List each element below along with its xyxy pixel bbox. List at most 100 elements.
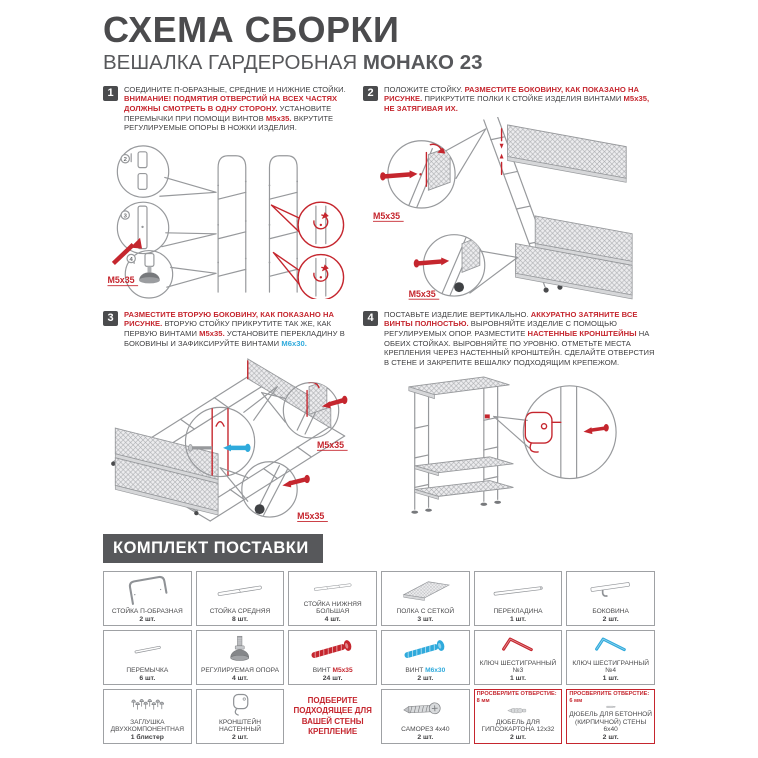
step-3-figure: М5х35 М5х35: [111, 358, 348, 523]
kit-item-qty: 8 шт.: [232, 616, 248, 624]
kit-item-qty: 1 шт.: [510, 675, 526, 683]
kit-item-qty: 2 шт.: [417, 675, 434, 683]
kit-item-qty: 1 шт.: [602, 675, 619, 683]
step-1-header: 1 СОЕДИНИТЕ П-ОБРАЗНЫЕ, СРЕДНИЕ И НИЖНИЕ…: [103, 85, 351, 134]
kit-item-name: КЛЮЧ ШЕСТИГРАННЫЙ №3: [479, 659, 557, 675]
kit-item-qty: 2 шт.: [510, 734, 526, 742]
upper-screw-callout: М5х35: [261, 382, 348, 452]
middle-tube-icon: [198, 574, 283, 608]
step-3: 3 РАЗМЕСТИТЕ ВТОРУЮ БОКОВИНУ, КАК ПОКАЗА…: [103, 310, 351, 525]
kit-item-name: ДЮБЕЛЬ ДЛЯ БЕТОННОЙ (КИРПИЧНОЙ) СТЕНЫ 6х…: [569, 711, 652, 734]
kit-item-name: ДЮБЕЛЬ ДЛЯ ГИПСОКАРТОНА 12х32: [481, 718, 555, 734]
hole-orientation-callouts: [270, 201, 345, 300]
screw-size-label: М5х35: [317, 440, 344, 450]
lower-screw-callout: М5х35: [219, 461, 328, 523]
svg-text:2: 2: [124, 157, 128, 163]
kit-item-name: САМОРЕЗ 4х40: [401, 726, 450, 734]
kit-item-qty: 4 шт.: [324, 616, 341, 624]
kit-item-qty: 2 шт.: [139, 616, 156, 624]
kit-title: КОМПЛЕКТ ПОСТАВКИ: [103, 534, 323, 564]
page-subtitle: ВЕШАЛКА ГАРДЕРОБНАЯ МОНАКО 23: [103, 51, 655, 75]
kit-item-qty: 2 шт.: [602, 616, 619, 624]
screw-blue-icon: [383, 633, 468, 667]
screw-red-icon: [290, 633, 375, 667]
kit-fastener-note-text: ПОДБЕРИТЕ ПОДХОДЯЩЕЕ ДЛЯ ВАШЕЙ СТЕНЫ КРЕ…: [293, 695, 372, 737]
wall-bracket-icon: [198, 692, 283, 718]
screw-size-label: М5х35: [373, 211, 400, 221]
adjustable-foot-icon: [198, 633, 283, 667]
step-number-badge: 2: [363, 85, 378, 101]
caps-blister-icon: [105, 692, 190, 718]
step-text: РАЗМЕСТИТЕ ВТОРУЮ БОКОВИНУ, КАК ПОКАЗАНО…: [124, 309, 345, 348]
bracket-position-mark: [484, 414, 490, 419]
kit-fastener-note: ПОДБЕРИТЕ ПОДХОДЯЩЕЕ ДЛЯ ВАШЕЙ СТЕНЫ КРЕ…: [288, 689, 377, 745]
kit-item-qty: 24 шт.: [322, 675, 343, 683]
self-tapping-screw-icon: [383, 692, 468, 726]
step-4: 4 ПОСТАВЬТЕ ИЗДЕЛИЕ ВЕРТИКАЛЬНО. АККУРАТ…: [363, 310, 655, 525]
side-mesh-panel: [499, 124, 627, 183]
upper-screw-callout: М5х35: [373, 127, 487, 222]
screw-size-label: М5х35: [409, 289, 436, 299]
side-panel-icon: [568, 574, 653, 608]
page-title: СХЕМА СБОРКИ: [103, 9, 400, 50]
joint-callouts: 2 3 М5х35 4: [107, 145, 217, 299]
kit-item-name: ВИНТ М5х35: [312, 667, 353, 675]
steps-grid: 1 СОЕДИНИТЕ П-ОБРАЗНЫЕ, СРЕДНИЕ И НИЖНИЕ…: [103, 85, 655, 525]
kit-item-name: БОКОВИНА: [592, 608, 629, 616]
kit-item-qty: 4 шт.: [232, 675, 248, 683]
rod-icon: [476, 574, 561, 608]
kit-item-qty: 2 шт.: [417, 734, 434, 742]
kit-item-qty: 1 блистер: [130, 734, 164, 742]
step-2-header: 2 ПОЛОЖИТЕ СТОЙКУ. РАЗМЕСТИТЕ БОКОВИНУ, …: [363, 85, 655, 114]
step-2: 2 ПОЛОЖИТЕ СТОЙКУ. РАЗМЕСТИТЕ БОКОВИНУ, …: [363, 85, 655, 300]
product-name: МОНАКО 23: [362, 51, 483, 74]
kit-item-name: ПОЛКА С СЕТКОЙ: [396, 608, 455, 616]
kit-item-name: РЕГУЛИРУЕМАЯ ОПОРА: [200, 667, 280, 675]
assembled-rack: [408, 376, 514, 514]
kit-item-name: КРОНШТЕЙН НАСТЕННЫЙ: [218, 718, 262, 734]
kit-item-qty: 1 шт.: [510, 616, 526, 624]
kit-item-qty: 3 шт.: [417, 616, 434, 624]
kit-item-qty: 2 шт.: [232, 734, 248, 742]
lower-tube-icon: [290, 574, 375, 600]
kit-item-name: ПЕРЕМЫЧКА: [126, 667, 169, 675]
step-4-figure: [408, 376, 617, 514]
wall-bracket-icon: [524, 411, 562, 453]
screw-arrow-icon: [111, 237, 143, 266]
product-type: ВЕШАЛКА ГАРДЕРОБНАЯ: [103, 51, 358, 74]
screw-size-label: М5х35: [107, 275, 134, 285]
drill-hole-note: ПРОСВЕРЛИТЕ ОТВЕРСТИЕ:8 мм: [476, 691, 557, 704]
header: СХЕМА СБОРКИ ВЕШАЛКА ГАРДЕРОБНАЯ МОНАКО …: [103, 12, 655, 75]
u-frame-icon: [105, 574, 190, 608]
shelf-mesh-panels: [114, 428, 219, 517]
hex-key-red-icon: [476, 633, 561, 659]
svg-text:4: 4: [130, 257, 134, 263]
step-number-badge: 4: [363, 310, 378, 326]
kit-item-name: ЗАГЛУШКА ДВУХКОМПОНЕНТНАЯ: [110, 718, 184, 734]
kit-item-name: СТОЙКА НИЖНЯЯ БОЛЬШАЯ: [303, 600, 362, 616]
step-text: ПОСТАВЬТЕ ИЗДЕЛИЕ ВЕРТИКАЛЬНО. АККУРАТНО…: [384, 309, 655, 368]
kit-item-name: ПЕРЕКЛАДИНА: [493, 608, 543, 616]
step-number-badge: 3: [103, 310, 118, 326]
step-text: ПОЛОЖИТЕ СТОЙКУ. РАЗМЕСТИТЕ БОКОВИНУ, КА…: [384, 84, 650, 113]
kit-item-qty: 6 шт.: [139, 675, 156, 683]
wall-bracket-callout: [493, 385, 617, 480]
step-3-header: 3 РАЗМЕСТИТЕ ВТОРУЮ БОКОВИНУ, КАК ПОКАЗА…: [103, 310, 351, 349]
kit-item-name: КЛЮЧ ШЕСТИГРАННЫЙ №4: [572, 659, 649, 675]
step-1: 1 СОЕДИНИТЕ П-ОБРАЗНЫЕ, СРЕДНИЕ И НИЖНИЕ…: [103, 85, 351, 300]
